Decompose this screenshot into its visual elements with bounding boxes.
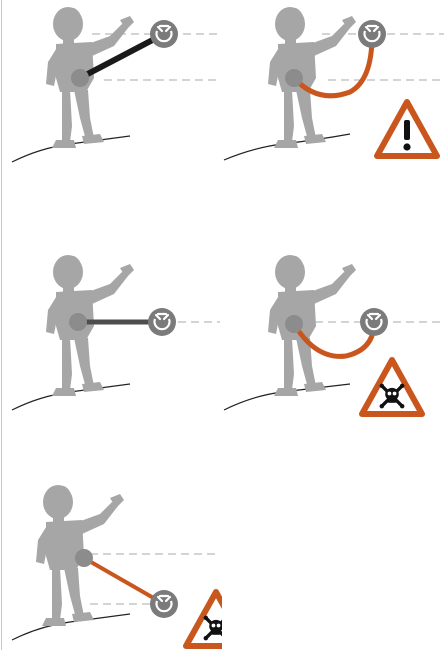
harness-point <box>71 69 89 87</box>
panel-anchor-level-taut <box>0 246 222 462</box>
harness-point <box>75 549 93 567</box>
harness-point <box>285 315 303 333</box>
anchor-icon <box>358 20 386 48</box>
anchor-icon <box>148 308 176 336</box>
harness-point <box>69 313 87 331</box>
warning-skull-crossbones-icon <box>362 360 422 414</box>
anchor-icon <box>150 20 178 48</box>
ground-line <box>12 614 130 640</box>
harness-point <box>285 69 303 87</box>
panel-anchor-below <box>0 434 222 650</box>
warning-exclamation-icon <box>377 102 437 156</box>
ground-line <box>12 384 130 410</box>
panel-anchor-above-taut <box>0 0 222 216</box>
ground-line <box>12 136 130 162</box>
panel-anchor-above-slack <box>222 0 444 216</box>
anchor-icon <box>150 590 178 618</box>
anchor-icon <box>360 308 388 336</box>
panel-anchor-level-slack <box>222 246 444 462</box>
warning-skull-crossbones-icon <box>186 592 222 646</box>
